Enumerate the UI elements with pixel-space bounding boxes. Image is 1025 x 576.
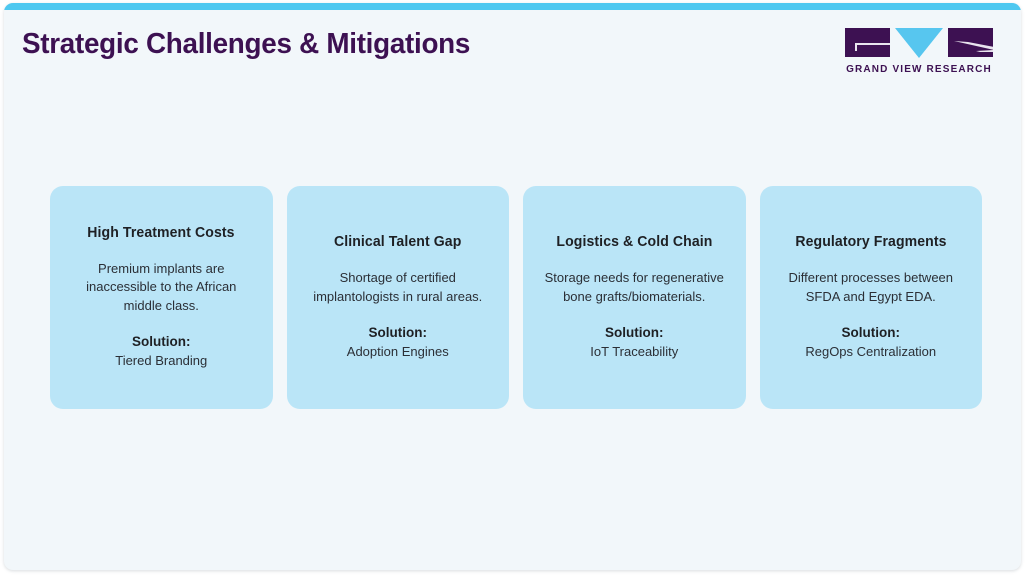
card-solution-label: Solution: — [368, 325, 427, 341]
page-title: Strategic Challenges & Mitigations — [22, 28, 471, 60]
brand-logo: GRAND VIEW RESEARCH — [845, 28, 993, 75]
card-title: Logistics & Cold Chain — [556, 233, 713, 250]
card-logistics-cold-chain: Logistics & Cold Chain Storage needs for… — [523, 186, 746, 409]
card-solution-label: Solution: — [605, 325, 664, 341]
logo-brand-text: GRAND VIEW RESEARCH — [846, 64, 992, 75]
challenge-cards: High Treatment Costs Premium implants ar… — [50, 186, 982, 409]
logo-swoosh-shape — [954, 41, 993, 52]
logo-bracket-vertical — [855, 43, 857, 51]
card-body: Shortage of certified implantologists in… — [313, 270, 483, 304]
card-clinical-talent-gap: Clinical Talent Gap Shortage of certifie… — [286, 186, 509, 409]
card-title: High Treatment Costs — [87, 224, 235, 241]
slide-header: Strategic Challenges & Mitigations — [4, 10, 1021, 90]
card-title: Regulatory Fragments — [795, 233, 947, 250]
card-solution-value: RegOps Centralization — [805, 344, 937, 359]
logo-bracket-horizontal — [855, 43, 890, 45]
logo-swoosh-icon — [948, 28, 993, 57]
card-high-treatment-costs: High Treatment Costs Premium implants ar… — [50, 186, 273, 409]
card-solution-value: IoT Traceability — [590, 344, 679, 359]
card-solution-label: Solution: — [841, 325, 900, 341]
slide: Strategic Challenges & Mitigations — [4, 3, 1021, 570]
card-solution-value: Tiered Branding — [115, 353, 208, 369]
card-body: Storage needs for regenerative bone graf… — [544, 270, 724, 304]
card-title: Clinical Talent Gap — [334, 233, 462, 250]
card-body: Premium implants are inaccessible to the… — [86, 260, 237, 313]
card-solution-label: Solution: — [132, 334, 191, 350]
logo-marks — [845, 28, 993, 60]
logo-bracket-icon — [845, 28, 890, 57]
card-solution-value: Adoption Engines — [346, 344, 449, 359]
top-accent-bar — [4, 3, 1021, 10]
card-regulatory-fragments: Regulatory Fragments Different processes… — [759, 186, 982, 409]
card-body: Different processes between SFDA and Egy… — [788, 270, 954, 304]
logo-triangle-icon — [895, 28, 943, 58]
